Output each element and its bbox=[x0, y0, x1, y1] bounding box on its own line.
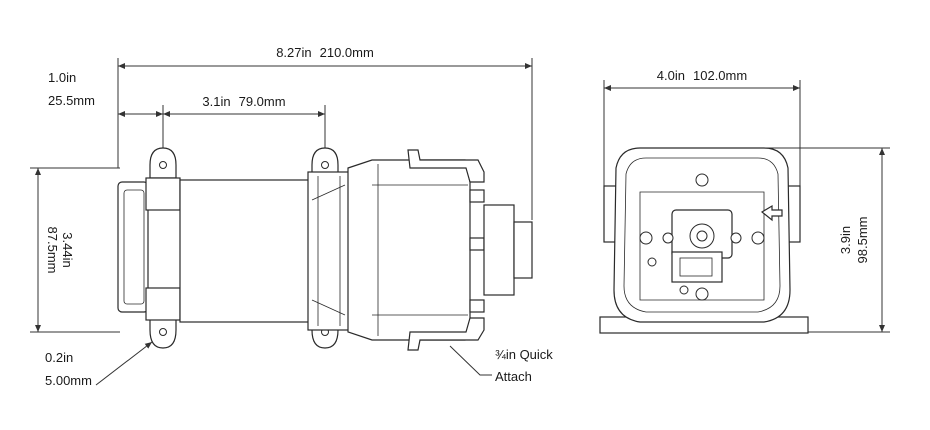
dim-offset-in: 1.0in bbox=[48, 70, 76, 85]
pressure-switch bbox=[483, 204, 515, 296]
dim-height-side-in: 3.44in bbox=[60, 232, 75, 267]
dim-hole-mm: 5.00mm bbox=[45, 373, 92, 388]
motor-end-cap bbox=[117, 181, 149, 313]
leader-quick-attach bbox=[449, 345, 492, 376]
quick-attach-label-2: Attach bbox=[495, 369, 532, 384]
dim-front-height-mm: 98.5mm bbox=[855, 217, 870, 264]
motor-body bbox=[179, 179, 311, 323]
dim-offset-mm: 25.5mm bbox=[48, 93, 95, 108]
bracket-block-top bbox=[145, 177, 181, 211]
screw-hole bbox=[695, 287, 709, 301]
screw-hole bbox=[751, 231, 765, 245]
switch-cap bbox=[513, 221, 533, 279]
quick-attach-clip-bottom bbox=[407, 317, 485, 351]
dim-height-side-mm: 87.5mm bbox=[45, 227, 60, 274]
screw-hole bbox=[695, 173, 709, 187]
quick-attach-label-1: ¾in Quick bbox=[495, 347, 553, 362]
bolt bbox=[469, 299, 485, 313]
dim-hole-in: 0.2in bbox=[45, 350, 73, 365]
flow-arrow-icon bbox=[760, 204, 783, 222]
bolt bbox=[469, 189, 485, 203]
screw-hole bbox=[639, 231, 653, 245]
leader-hole bbox=[95, 341, 153, 386]
switch-box bbox=[671, 251, 723, 283]
bolt bbox=[469, 237, 485, 251]
dim-front-height-in: 3.9in bbox=[838, 226, 853, 254]
quick-attach-clip-top bbox=[407, 149, 485, 183]
flange bbox=[307, 171, 351, 331]
bracket-block-bottom bbox=[145, 287, 181, 321]
pump-head bbox=[347, 159, 471, 341]
